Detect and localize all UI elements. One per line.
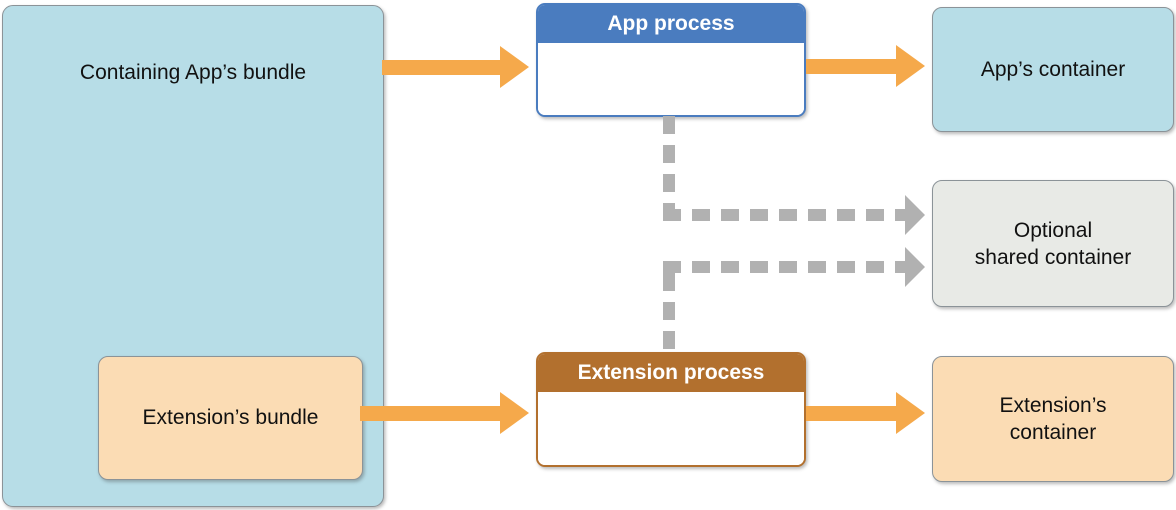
app-process-box: App process [536,3,806,117]
arrowhead-icon [896,45,925,87]
extension-process-body [538,392,804,465]
shared-container-label-line2: shared container [974,245,1132,269]
app-process-header: App process [538,5,804,43]
apps-container-box: App’s container [932,7,1174,132]
extensions-container-label-line2: container [1009,421,1097,444]
arrow-shaft [382,60,501,75]
app-process-body [538,43,804,115]
dashed-line-vertical [663,273,675,352]
extension-process-header: Extension process [538,354,804,392]
extension-process-box: Extension process [536,352,806,467]
arrowhead-icon [905,195,925,235]
apps-container-label: App’s container [980,58,1126,81]
arrowhead-icon [500,392,529,434]
dashed-line-vertical [663,116,675,209]
extension-bundle-label: Extension’s bundle [142,406,319,429]
extensions-container-label-line1: Extension’s [999,394,1107,417]
arrowhead-icon [905,247,925,287]
shared-container-label-line1: Optional [1013,218,1093,242]
shared-container-box: Optional shared container [932,180,1174,307]
containing-app-bundle-label: Containing App’s bundle [79,61,307,84]
arrow-shaft [360,406,501,421]
extension-bundle-box: Extension’s bundle [98,356,363,480]
arrowhead-icon [896,392,925,434]
dashed-line-horizontal [663,209,905,221]
arrow-shaft [806,406,897,421]
dashed-line-horizontal [663,261,905,273]
arrowhead-icon [500,46,529,88]
arrow-shaft [806,59,897,74]
extensions-container-box: Extension’s container [932,356,1174,482]
containing-app-bundle-box: Containing App’s bundle Extension’s bund… [2,5,384,507]
